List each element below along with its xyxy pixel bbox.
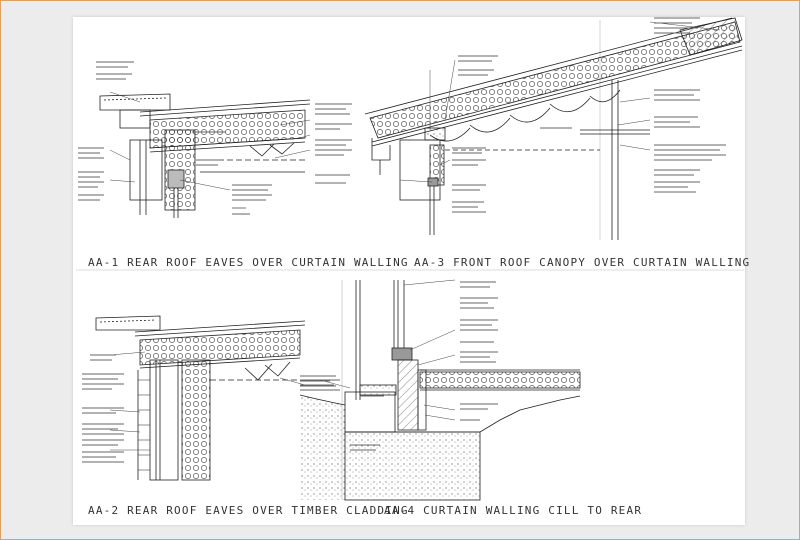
detail-aa2 xyxy=(82,315,340,481)
title-aa1: AA-1 REAR ROOF EAVES OVER CURTAIN WALLIN… xyxy=(88,256,409,269)
detail-aa1 xyxy=(78,61,352,218)
detail-aa4 xyxy=(299,279,581,501)
title-aa3: AA-3 FRONT ROOF CANOPY OVER CURTAIN WALL… xyxy=(414,256,751,269)
title-aa2: AA-2 REAR ROOF EAVES OVER TIMBER CLADDIN… xyxy=(88,504,409,517)
title-aa4: AA-4 CURTAIN WALLING CILL TO REAR xyxy=(384,504,643,517)
detail-aa3 xyxy=(364,17,743,240)
